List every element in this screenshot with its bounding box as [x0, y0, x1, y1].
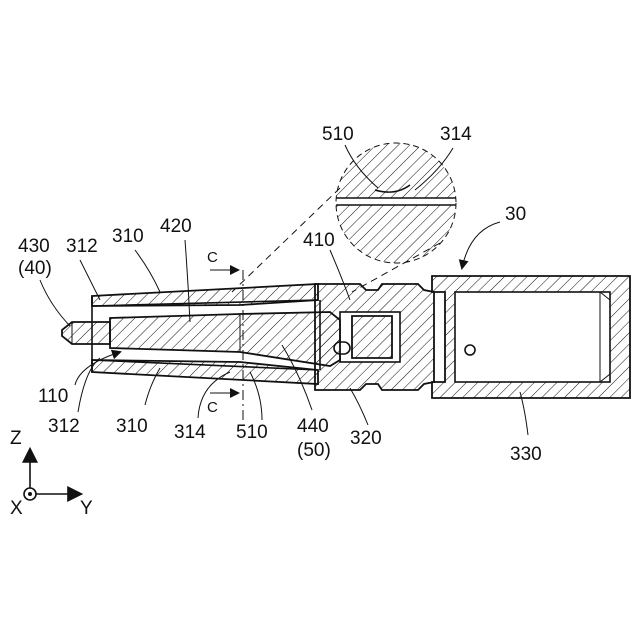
label-410: 410 [303, 230, 335, 251]
label-312-bottom: 312 [48, 416, 80, 437]
axis-indicator: Z X Y [10, 428, 93, 519]
detail-zoom-view [232, 140, 460, 292]
label-30: 30 [505, 204, 526, 225]
label-110: 110 [38, 386, 68, 407]
section-mark-bottom: C [207, 399, 218, 416]
label-330: 330 [510, 444, 542, 465]
part-330-bore [455, 292, 610, 382]
part-420-core [110, 312, 340, 366]
label-310-bottom: 310 [116, 416, 148, 437]
label-320: 320 [350, 428, 382, 449]
label-510-bottom: 510 [236, 422, 268, 443]
label-314-top: 314 [440, 124, 472, 145]
label-440: 440 [297, 416, 329, 437]
label-430: 430 [18, 236, 50, 257]
label-40: (40) [18, 258, 52, 279]
main-cross-section [62, 276, 630, 398]
label-314-bottom: 314 [174, 422, 206, 443]
section-mark-top: C [207, 249, 218, 266]
part-310-lower [92, 360, 318, 384]
axis-label-z: Z [10, 428, 22, 449]
label-312-top: 312 [66, 236, 98, 257]
label-50: (50) [297, 440, 331, 461]
hole-330 [465, 345, 475, 355]
label-510-top: 510 [322, 124, 354, 145]
label-310-top: 310 [112, 226, 144, 247]
axis-label-x: X [10, 498, 23, 519]
label-420: 420 [160, 216, 192, 237]
axis-label-y: Y [80, 498, 93, 519]
